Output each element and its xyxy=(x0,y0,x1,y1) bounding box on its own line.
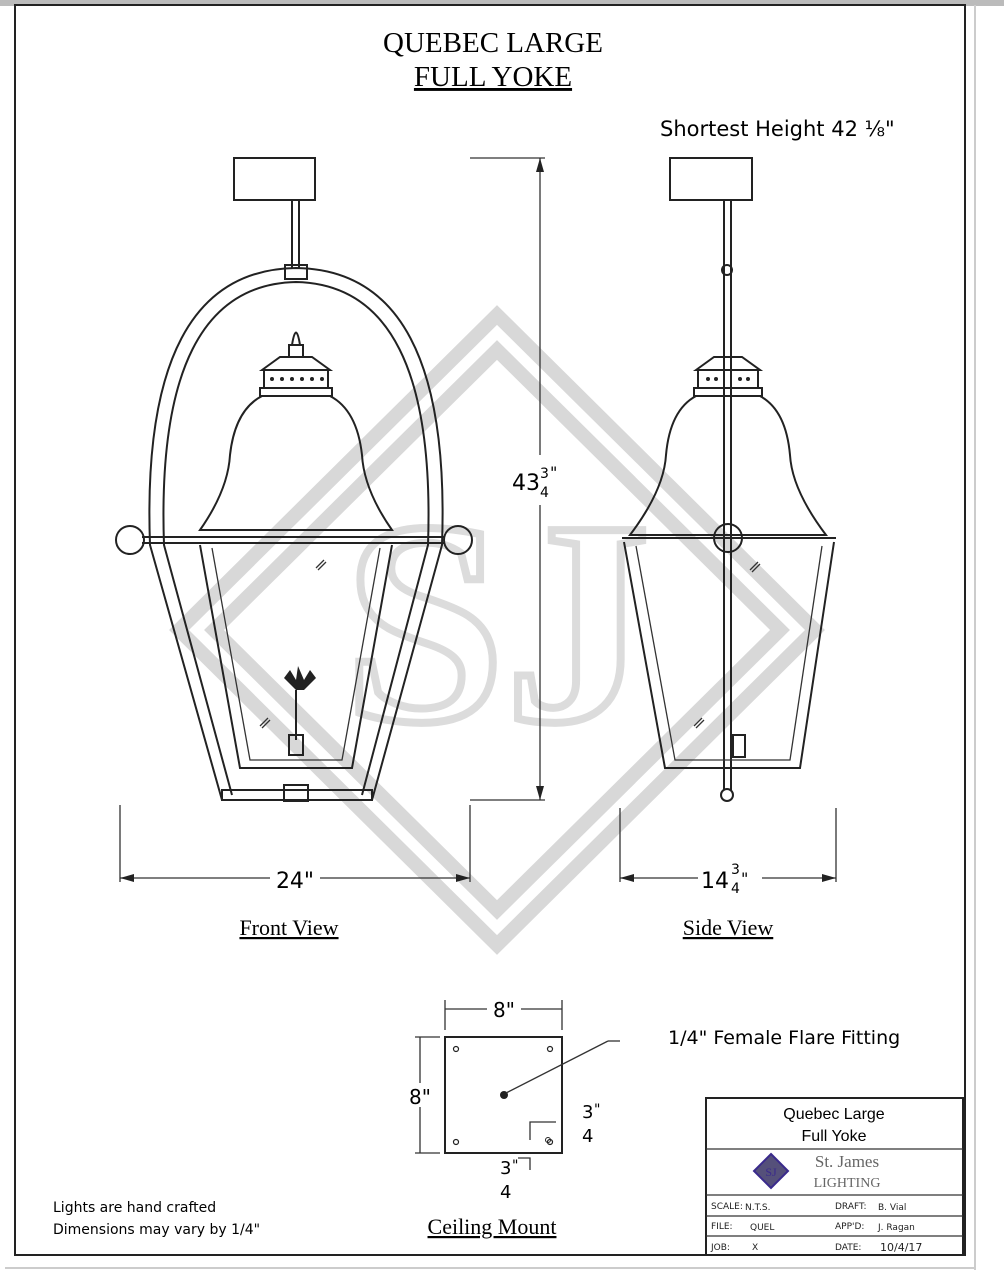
front-view-label: Front View xyxy=(239,915,338,940)
shortest-height: Shortest Height 42 ⅛" xyxy=(660,117,895,141)
svg-text:8": 8" xyxy=(409,1085,431,1109)
svg-text:J. Ragan: J. Ragan xyxy=(877,1223,915,1233)
svg-text:3: 3 xyxy=(500,1158,511,1179)
svg-text:3: 3 xyxy=(731,862,740,878)
top-edge xyxy=(0,0,1004,6)
svg-text:": " xyxy=(550,463,557,482)
svg-text:43: 43 xyxy=(512,471,540,496)
side-view-drawing xyxy=(622,157,836,802)
front-view-drawing xyxy=(115,157,473,802)
svg-text:SCALE:: SCALE: xyxy=(711,1202,743,1212)
svg-text:4: 4 xyxy=(582,1126,593,1147)
height-dimension: 43 3 4 " xyxy=(470,157,560,801)
ceiling-mount-label: Ceiling Mount xyxy=(428,1214,557,1239)
svg-text:3: 3 xyxy=(540,466,549,482)
svg-text:24": 24" xyxy=(276,869,314,894)
svg-text:FILE:: FILE: xyxy=(711,1222,733,1232)
title-block: Quebec Large Full Yoke SJ St. James LIGH… xyxy=(705,1097,964,1256)
svg-text:APP'D:: APP'D: xyxy=(835,1222,864,1232)
drawing-subtitle: FULL YOKE xyxy=(414,61,572,93)
svg-text:": " xyxy=(741,869,748,888)
svg-text:B. Vial: B. Vial xyxy=(878,1203,906,1213)
svg-text:DATE:: DATE: xyxy=(835,1243,861,1253)
svg-text:DRAFT:: DRAFT: xyxy=(835,1202,867,1212)
svg-text:SJ: SJ xyxy=(765,1165,777,1179)
note-dimensions: Dimensions may vary by 1/4" xyxy=(53,1222,260,1238)
svg-text:N.T.S.: N.T.S. xyxy=(745,1203,770,1213)
watermark-text: SJ xyxy=(344,462,650,783)
st-james-logo: SJ xyxy=(752,1152,790,1190)
title-block-name: Quebec Large xyxy=(783,1106,885,1123)
title-block-subname: Full Yoke xyxy=(802,1128,867,1145)
svg-text:JOB:: JOB: xyxy=(710,1243,730,1253)
note-hand-crafted: Lights are hand crafted xyxy=(53,1200,216,1216)
front-width-dimension: 24" xyxy=(119,805,471,894)
side-width-dimension: 14 3 4 " xyxy=(619,808,837,897)
sheet-border xyxy=(14,4,966,1256)
svg-text:": " xyxy=(512,1158,518,1174)
svg-text:X: X xyxy=(752,1243,758,1253)
svg-text:3: 3 xyxy=(582,1102,593,1123)
svg-text:8": 8" xyxy=(493,998,515,1022)
side-view-label: Side View xyxy=(683,915,774,940)
fitting-label: 1/4" Female Flare Fitting xyxy=(668,1027,900,1049)
svg-text:4: 4 xyxy=(500,1182,511,1203)
company-name: St. James xyxy=(815,1152,879,1171)
watermark-logo: SJ xyxy=(169,305,825,955)
svg-text:10/4/17: 10/4/17 xyxy=(880,1241,922,1254)
svg-text:4: 4 xyxy=(540,485,549,501)
company-subtitle: LIGHTING xyxy=(814,1176,881,1191)
svg-text:14: 14 xyxy=(701,869,729,894)
svg-text:": " xyxy=(594,1102,600,1118)
drawing-title: QUEBEC LARGE xyxy=(383,27,603,59)
svg-text:4: 4 xyxy=(731,881,740,897)
svg-text:QUEL: QUEL xyxy=(750,1223,774,1233)
ceiling-mount-drawing: 8" 8" 3 4 " 3 4 " xyxy=(406,996,620,1203)
